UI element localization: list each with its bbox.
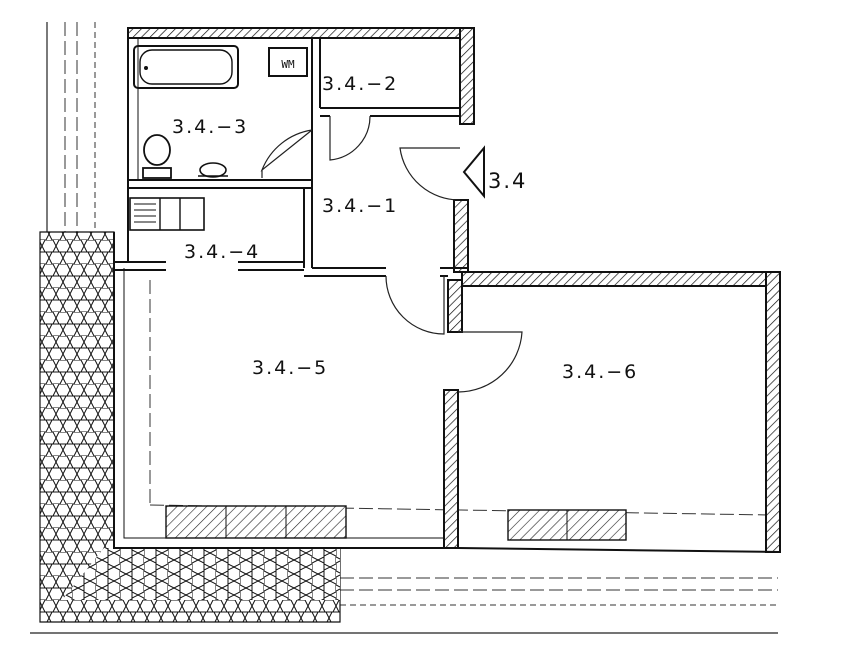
unit-label: 3.4 <box>488 169 527 193</box>
bathtub-icon <box>133 45 239 89</box>
room-label-bathroom: 3.4.−3 <box>172 116 248 138</box>
washing-machine-label: WM <box>281 58 295 71</box>
interior-walls <box>114 28 468 277</box>
sink-icon <box>198 162 228 178</box>
kitchen-counter-icon <box>129 197 205 231</box>
bedroom-top-wall <box>461 271 781 287</box>
room-label-kitchen: 3.4.−4 <box>184 241 260 263</box>
washing-machine-icon: WM <box>268 47 308 77</box>
room-label-living-room: 3.4.−5 <box>252 357 328 379</box>
right-wall-upper <box>459 27 475 125</box>
room-label-hallway: 3.4.−1 <box>322 195 398 217</box>
toilet-icon <box>142 134 172 179</box>
exterior-lines-left <box>46 22 96 240</box>
partition-wall-lower <box>443 389 459 549</box>
room-label-bedroom: 3.4.−6 <box>562 361 638 383</box>
exterior-lines-bottom <box>30 577 778 634</box>
doors <box>260 115 523 393</box>
partition-wall-upper <box>447 279 463 333</box>
top-wall <box>127 27 475 39</box>
bedroom-right-wall <box>765 271 781 553</box>
entrance-arrow-icon <box>462 145 485 199</box>
right-wall-middle <box>453 199 469 273</box>
room-label-storage: 3.4.−2 <box>322 73 398 95</box>
radiator-living-room <box>165 505 347 539</box>
